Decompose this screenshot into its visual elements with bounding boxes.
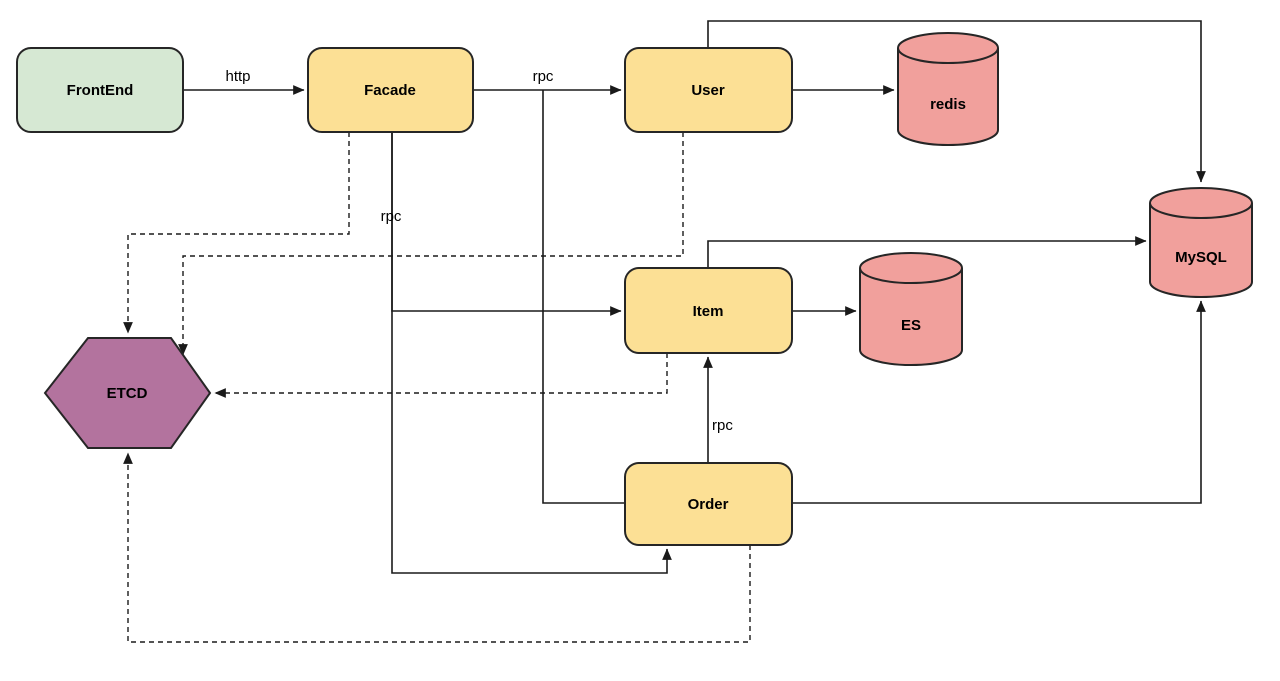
redis-cylinder-rim bbox=[897, 47, 999, 64]
edge-label-rpc-order-item: rpc bbox=[712, 417, 733, 434]
node-order: Order bbox=[624, 462, 793, 546]
node-mysql: MySQL bbox=[1149, 187, 1253, 298]
mysql-cylinder bbox=[1149, 187, 1253, 298]
es-cylinder bbox=[859, 252, 963, 366]
node-item: Item bbox=[624, 267, 793, 354]
edge-order-etcd bbox=[123, 452, 751, 643]
node-user: User bbox=[624, 47, 793, 133]
edge-user-mysql bbox=[707, 20, 1206, 183]
edge-label-rpc-facade-services: rpc bbox=[381, 208, 402, 225]
edge-order-mysql bbox=[792, 300, 1206, 504]
facade-box bbox=[307, 47, 474, 133]
edge-facade-etcd bbox=[123, 132, 350, 334]
nodes: FrontEnd Facade User Item Order redis bbox=[16, 32, 1253, 546]
node-etcd: ETCD bbox=[43, 337, 212, 449]
edge-item-mysql bbox=[707, 236, 1147, 268]
order-box bbox=[624, 462, 793, 546]
edge-facade-order-side bbox=[542, 90, 625, 504]
node-redis: redis bbox=[897, 32, 999, 146]
etcd-hexagon bbox=[43, 337, 212, 449]
edge-item-etcd bbox=[214, 353, 668, 398]
edge-facade-order-bottom bbox=[391, 132, 672, 574]
frontend-label: FrontEnd bbox=[67, 82, 134, 99]
es-label: ES bbox=[901, 317, 921, 334]
es-cylinder-rim bbox=[859, 267, 963, 284]
item-box bbox=[624, 267, 793, 354]
mysql-cylinder-rim bbox=[1149, 202, 1253, 219]
user-label: User bbox=[691, 82, 725, 99]
node-frontend: FrontEnd bbox=[16, 47, 184, 133]
etcd-label: ETCD bbox=[107, 385, 148, 402]
frontend-box bbox=[16, 47, 184, 133]
facade-label: Facade bbox=[364, 82, 416, 99]
edge-label-http: http bbox=[225, 68, 250, 85]
node-facade: Facade bbox=[307, 47, 474, 133]
item-label: Item bbox=[693, 303, 724, 320]
redis-label: redis bbox=[930, 96, 966, 113]
dashed-edges bbox=[123, 132, 751, 643]
edge-facade-item bbox=[391, 132, 622, 316]
mysql-label: MySQL bbox=[1175, 249, 1227, 266]
edge-user-etcd bbox=[178, 132, 684, 356]
edge-label-rpc-facade-user: rpc bbox=[533, 68, 554, 85]
user-box bbox=[624, 47, 793, 133]
edge-labels: http rpc rpc rpc bbox=[225, 68, 733, 434]
node-es: ES bbox=[859, 252, 963, 366]
order-label: Order bbox=[688, 496, 729, 513]
solid-edges bbox=[183, 20, 1206, 574]
redis-cylinder bbox=[897, 32, 999, 146]
